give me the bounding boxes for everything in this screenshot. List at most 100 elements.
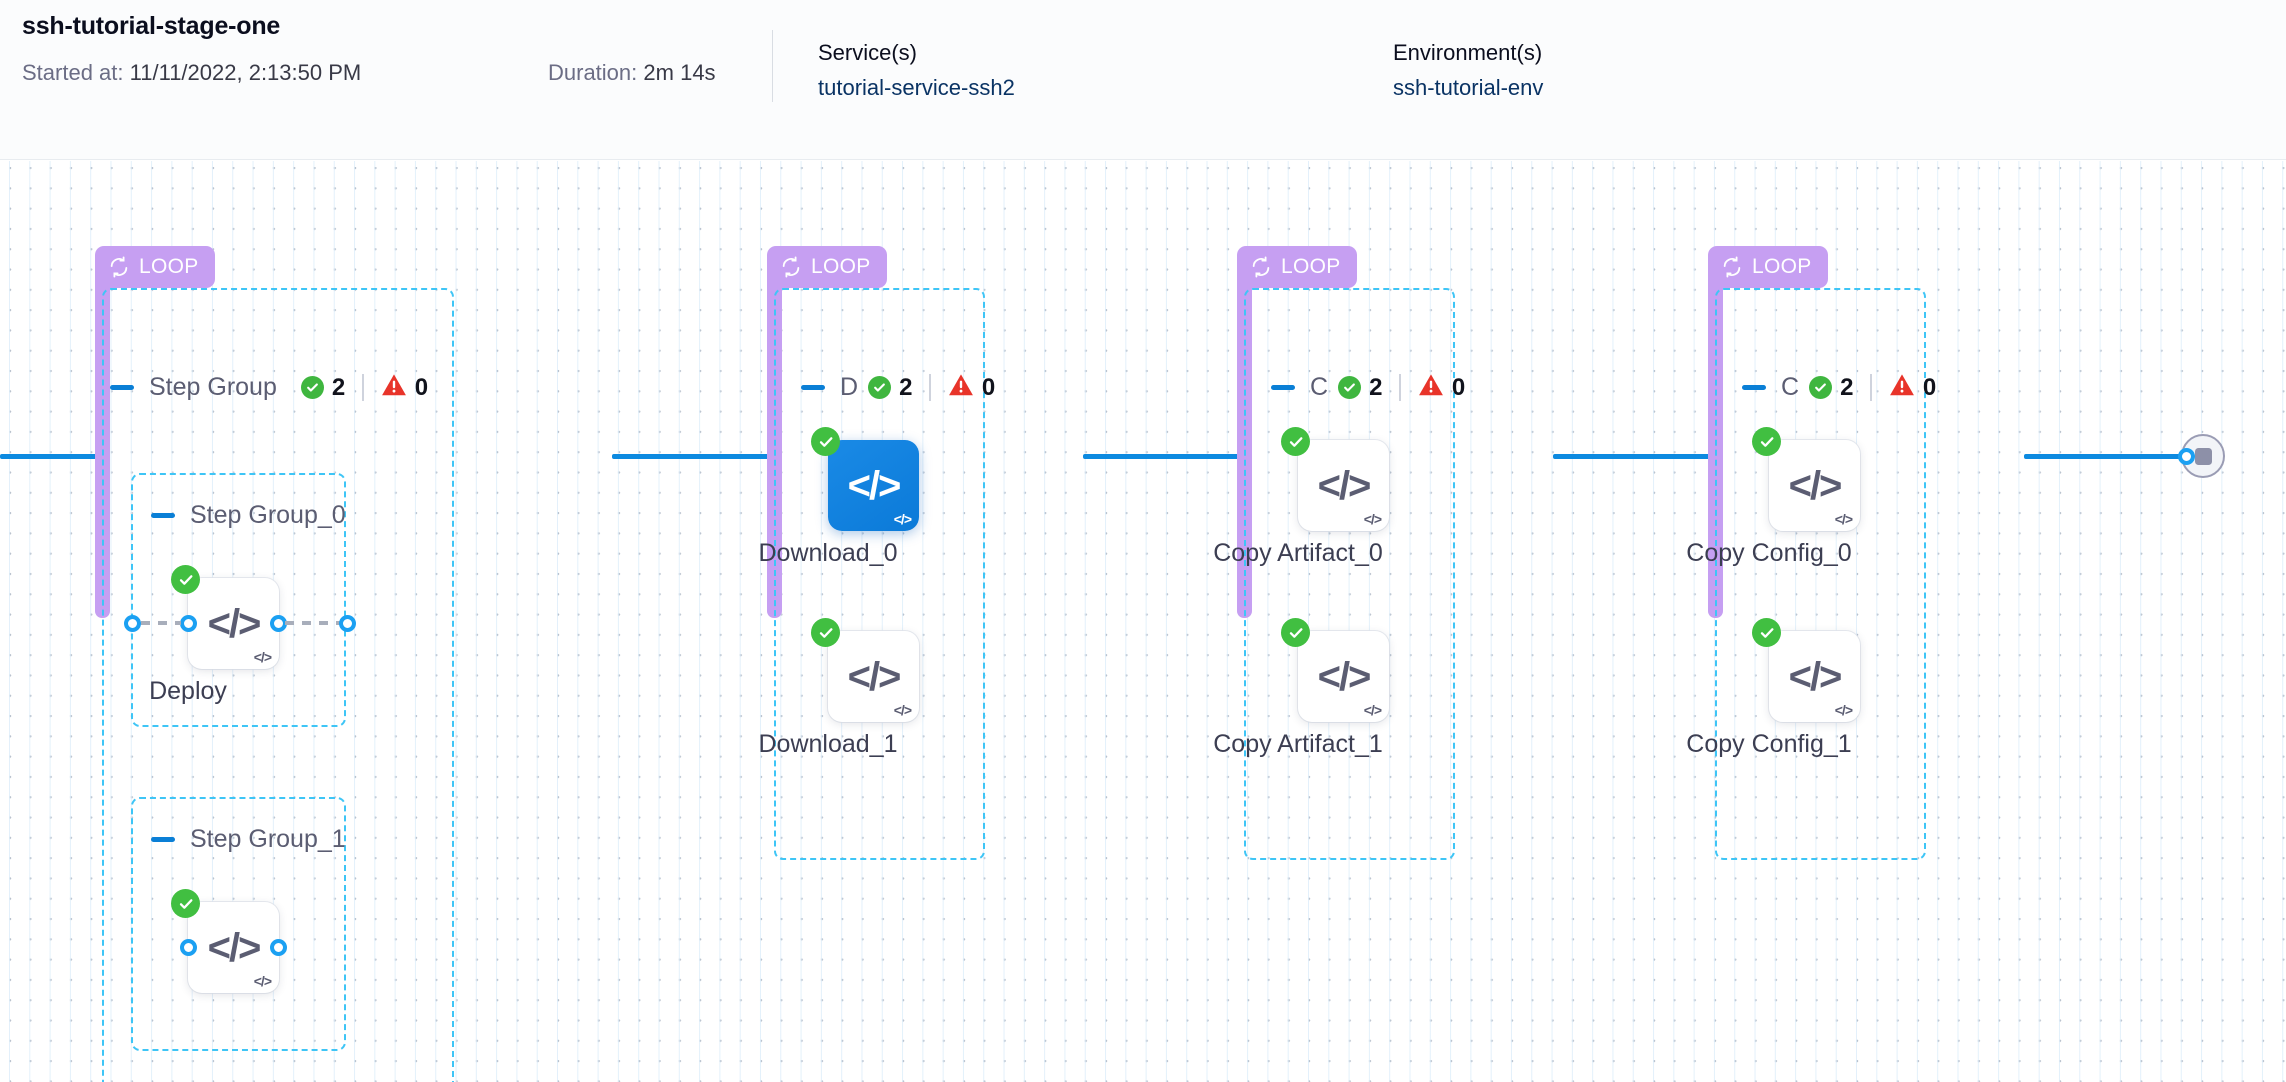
stat-divider bbox=[362, 374, 364, 401]
node-label: Copy Config_0 bbox=[1686, 539, 1852, 567]
loop-badge[interactable]: LOOP bbox=[1237, 246, 1357, 288]
error-count: 0 bbox=[981, 373, 996, 401]
loop-badge[interactable]: LOOP bbox=[1708, 246, 1828, 288]
error-stat: 0 bbox=[1889, 373, 1936, 402]
group-title: Step Group bbox=[149, 373, 277, 401]
page-title: ssh-tutorial-stage-one bbox=[22, 12, 281, 40]
check-circle-icon bbox=[868, 376, 892, 399]
end-node-input-port[interactable] bbox=[2178, 448, 2195, 465]
node-card[interactable]: </> </> bbox=[1769, 631, 1860, 722]
sub-group-title: Step Group_1 bbox=[190, 825, 346, 853]
service-link[interactable]: tutorial-service-ssh2 bbox=[818, 75, 1015, 100]
node-card[interactable]: </> </> bbox=[188, 578, 279, 669]
environment-link[interactable]: ssh-tutorial-env bbox=[1393, 75, 1544, 100]
sub-group-step-group-0[interactable]: Step Group_0 </> </> Deploy bbox=[124, 473, 356, 727]
node-status-success-icon bbox=[811, 427, 840, 456]
group-title: D bbox=[840, 373, 859, 401]
loop-badge[interactable]: LOOP bbox=[767, 246, 887, 288]
node-card[interactable]: </> </> bbox=[188, 902, 279, 993]
code-icon: </> bbox=[1317, 463, 1372, 508]
loop-icon bbox=[1250, 256, 1272, 278]
services-label: Service(s) bbox=[818, 40, 918, 65]
success-stat: 2 bbox=[1809, 374, 1853, 402]
success-count: 2 bbox=[331, 373, 346, 401]
node-label: Download_1 bbox=[758, 730, 898, 758]
node-output-port[interactable] bbox=[270, 939, 287, 956]
code-icon: </> bbox=[1788, 654, 1843, 699]
loop-boundary bbox=[774, 288, 985, 860]
node-status-success-icon bbox=[1752, 427, 1781, 456]
sub-group-step-group-1[interactable]: Step Group_1 </> </> bbox=[131, 797, 346, 1051]
loop-icon bbox=[780, 256, 802, 278]
group-header-copy-artifact: C 2 0 bbox=[1271, 373, 1465, 402]
duration-label: Duration: bbox=[548, 60, 638, 85]
code-mini-icon: </> bbox=[1834, 511, 1853, 527]
stat-divider bbox=[929, 374, 931, 401]
pipeline-canvas[interactable]: LOOP Step Group 2 0 bbox=[0, 161, 2286, 1082]
node-status-success-icon bbox=[171, 889, 200, 918]
group-header-step-group: Step Group 2 0 bbox=[110, 373, 428, 402]
node-card[interactable]: </> </> bbox=[1298, 631, 1389, 722]
node-status-success-icon bbox=[171, 565, 200, 594]
sub-group-title: Step Group_0 bbox=[190, 501, 346, 529]
warning-triangle-icon bbox=[1418, 373, 1444, 402]
group-title: C bbox=[1310, 373, 1329, 401]
node-label: Deploy bbox=[149, 677, 227, 705]
code-icon: </> bbox=[207, 601, 262, 646]
collapse-toggle-icon[interactable] bbox=[151, 513, 175, 518]
collapse-toggle-icon[interactable] bbox=[801, 385, 825, 390]
stop-icon bbox=[2194, 447, 2212, 465]
collapse-toggle-icon[interactable] bbox=[110, 385, 134, 390]
pipeline-end-node[interactable] bbox=[2181, 434, 2225, 478]
loop-icon bbox=[108, 256, 130, 278]
success-count: 2 bbox=[1840, 373, 1854, 401]
node-card[interactable]: </> </> bbox=[1769, 440, 1860, 531]
success-stat: 2 bbox=[300, 373, 346, 402]
sub-group-output-port[interactable] bbox=[339, 615, 356, 632]
error-count: 0 bbox=[1922, 373, 1937, 401]
code-mini-icon: </> bbox=[893, 511, 912, 527]
check-circle-icon bbox=[1338, 376, 1362, 399]
node-label: Copy Config_1 bbox=[1686, 730, 1852, 758]
started-at-value: 11/11/2022, 2:13:50 PM bbox=[129, 60, 362, 85]
loop-boundary bbox=[1715, 288, 1926, 860]
collapse-toggle-icon[interactable] bbox=[1271, 385, 1295, 390]
sub-group-input-port[interactable] bbox=[124, 615, 141, 632]
node-status-success-icon bbox=[1281, 618, 1310, 647]
loop-boundary bbox=[1244, 288, 1455, 860]
node-card[interactable]: </> </> bbox=[828, 631, 919, 722]
check-circle-icon bbox=[300, 376, 324, 399]
loop-icon bbox=[1721, 256, 1743, 278]
error-stat: 0 bbox=[381, 373, 428, 402]
collapse-toggle-icon[interactable] bbox=[151, 837, 175, 842]
warning-triangle-icon bbox=[1889, 373, 1915, 402]
loop-badge-label: LOOP bbox=[139, 255, 199, 278]
loop-badge-label: LOOP bbox=[811, 255, 871, 278]
node-label: Copy Artifact_0 bbox=[1213, 539, 1383, 567]
node-label: Download_0 bbox=[758, 539, 898, 567]
code-icon: </> bbox=[847, 654, 902, 699]
loop-badge-label: LOOP bbox=[1752, 255, 1812, 278]
loop-badge[interactable]: LOOP bbox=[95, 246, 215, 288]
error-stat: 0 bbox=[948, 373, 995, 402]
loop-boundary bbox=[102, 288, 454, 1082]
code-icon: </> bbox=[207, 925, 262, 970]
node-input-port[interactable] bbox=[180, 939, 197, 956]
node-card[interactable]: </> </> bbox=[1298, 440, 1389, 531]
code-mini-icon: </> bbox=[1363, 702, 1382, 718]
node-input-port[interactable] bbox=[180, 615, 197, 632]
started-at: Started at: 11/11/2022, 2:13:50 PM bbox=[22, 60, 361, 86]
dashed-connector-left bbox=[141, 621, 181, 625]
code-icon: </> bbox=[1788, 463, 1843, 508]
started-at-label: Started at: bbox=[22, 60, 124, 85]
node-status-success-icon bbox=[811, 618, 840, 647]
success-stat: 2 bbox=[1338, 374, 1382, 402]
node-card[interactable]: </> </> bbox=[828, 440, 919, 531]
dashed-connector-right bbox=[285, 621, 340, 625]
trunk-line-2 bbox=[1083, 454, 1245, 459]
error-count: 0 bbox=[1451, 373, 1466, 401]
collapse-toggle-icon[interactable] bbox=[1742, 385, 1766, 390]
trunk-line-exit bbox=[2024, 454, 2186, 459]
group-stats: 2 0 bbox=[868, 373, 995, 402]
environments-label: Environment(s) bbox=[1393, 40, 1543, 65]
